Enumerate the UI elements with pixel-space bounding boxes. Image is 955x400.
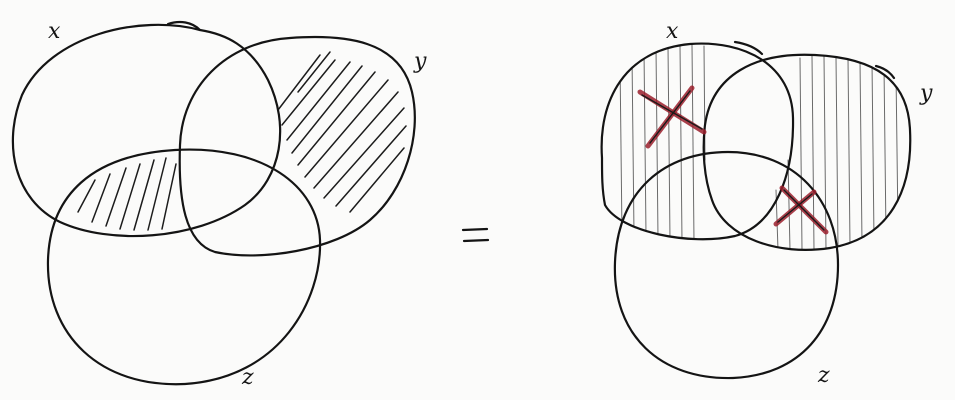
left-venn-diagram: x y z [11, 19, 427, 390]
left-label-x: x [48, 19, 61, 44]
right-x-hatching [619, 44, 706, 240]
left-circle-z [46, 148, 322, 386]
left-circle-y [178, 35, 416, 257]
right-circle-y [702, 53, 912, 251]
left-label-z: z [241, 365, 254, 390]
left-circle-x-overshoot [166, 20, 202, 32]
left-y-hatching [277, 51, 407, 213]
right-y-hatching [775, 55, 899, 250]
right-venn-diagram: x y z [600, 19, 933, 388]
right-circle-y-overshoot [874, 64, 896, 80]
right-label-z: z [817, 363, 830, 388]
equals-sign [461, 227, 490, 243]
right-cross-mark-yz-region [773, 185, 829, 235]
right-circle-x-overshoot [733, 40, 764, 56]
right-label-y: y [919, 81, 933, 106]
left-xz-hatching [77, 157, 177, 231]
right-cross-mark-x-region [637, 85, 707, 149]
left-circle-x [11, 23, 282, 238]
right-label-x: x [666, 19, 679, 44]
left-label-y: y [413, 49, 427, 74]
right-circle-x [600, 42, 795, 241]
right-circle-z [613, 150, 840, 380]
